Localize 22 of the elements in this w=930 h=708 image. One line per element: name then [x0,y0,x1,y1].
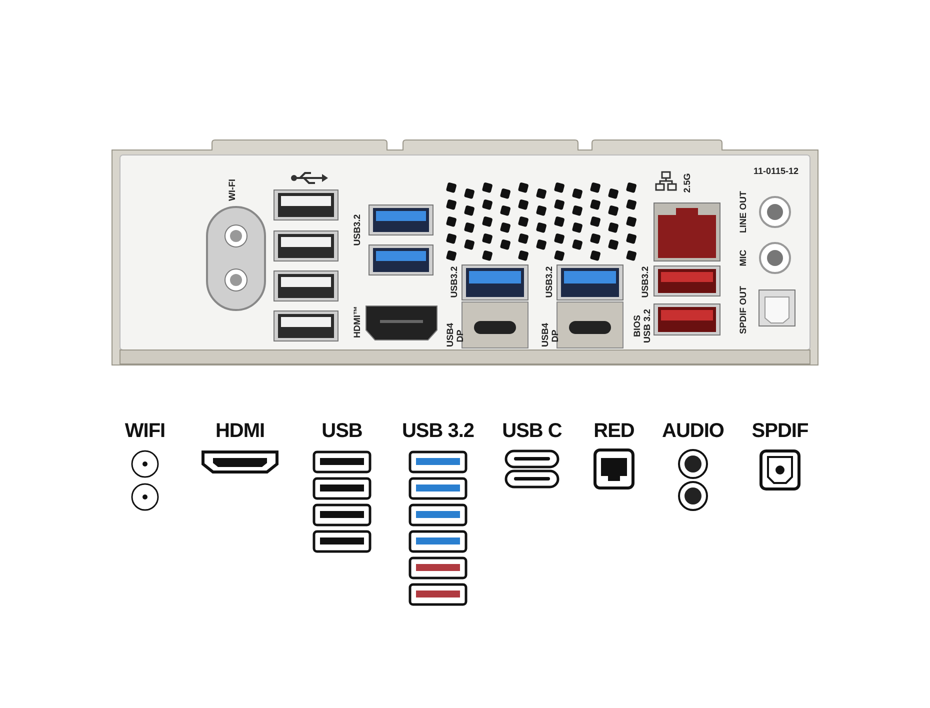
legend-heading: USB 3.2 [402,420,474,443]
port-label: 11-0115-12 [753,166,799,176]
port-label: LINE OUT [738,191,748,233]
legend-heading: RED [594,420,634,443]
legend-heading: USB C [502,420,562,443]
port-label: USB3.2 [352,214,362,246]
legend-heading: USB [322,420,362,443]
port-label: HDMI™ [352,306,362,338]
legend-heading: AUDIO [662,420,724,443]
port-label: BIOS USB 3.2 [632,308,652,346]
port-label: SPDIF OUT [738,286,748,334]
port-label: USB3.2 [640,266,650,298]
port-label: 2.5G [682,173,692,193]
port-label: WI-FI [227,179,237,201]
port-label: USB3.2 [544,266,554,298]
legend-heading: HDMI [215,420,265,443]
port-label: USB4 DP [540,325,560,347]
legend-heading: SPDIF [752,420,808,443]
legend-heading: WIFI [124,420,166,443]
port-label: MIC [738,250,748,266]
port-label: USB4 DP [445,325,465,347]
port-label: USB3.2 [449,266,459,298]
